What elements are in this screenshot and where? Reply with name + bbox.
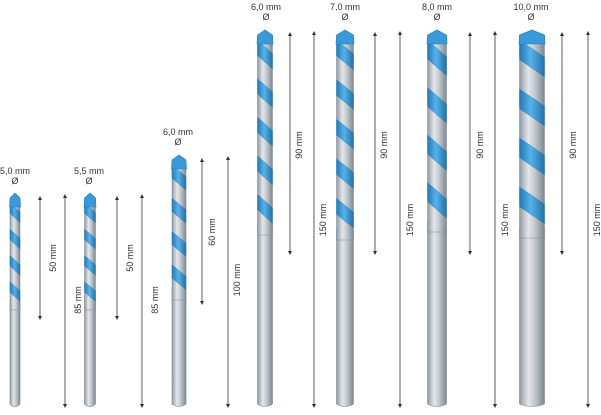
- drill-bit-6: [426, 29, 448, 407]
- drill-bit-5: [335, 29, 355, 407]
- drill-bit-4: [256, 29, 274, 407]
- drill-bit-4-flute: [257, 116, 273, 147]
- bit-4-flute-length: 90 mm: [294, 131, 304, 159]
- bit-2-total-length: 85 mm: [150, 286, 160, 314]
- drill-bit-7-flute: [519, 186, 545, 225]
- drill-bit-4-flute: [257, 155, 273, 186]
- drill-bit-6-tip: [426, 29, 448, 45]
- drill-bit-6-flute: [427, 182, 447, 219]
- drill-bit-4-flute: [257, 39, 273, 70]
- drill-bit-2-flute: [84, 281, 96, 302]
- drill-bit-6-flute: [427, 39, 447, 77]
- drill-bit-3-tip: [171, 154, 187, 170]
- drill-bit-5-flute: [336, 158, 354, 189]
- drill-bit-5-flute: [336, 118, 354, 150]
- drill-bit-5-shank: [336, 229, 354, 407]
- bit-7-total-length: 150 mm: [592, 203, 601, 237]
- drill-bit-5-flute: [336, 197, 354, 229]
- drill-bit-3-shank: [171, 289, 187, 407]
- drill-bit-5-flute: [336, 79, 354, 110]
- drill-bit-1-tip: [9, 192, 21, 208]
- drill-bit-6-flute: [427, 134, 447, 172]
- drill-bit-1-shank: [9, 299, 21, 407]
- bit-2-flute-length: 50 mm: [125, 244, 135, 272]
- drill-bit-3-flute: [171, 164, 187, 191]
- drill-bit-3-flute: [171, 231, 187, 257]
- bit-2-diameter: 5,5 mm: [73, 166, 105, 176]
- drill-bit-2-shank: [84, 299, 96, 407]
- diameter-symbol: Ø: [527, 12, 535, 22]
- bit-4-total-length: 150 mm: [318, 203, 328, 237]
- bit-1-diameter-label: 5,0 mm Ø: [0, 166, 30, 186]
- drill-bit-3-flute: [171, 264, 187, 291]
- bit-6-flute-length: 90 mm: [475, 131, 485, 159]
- drill-bit-4-shank: [257, 224, 273, 407]
- bit-3-diameter-label: 6,0 mm Ø: [163, 127, 193, 147]
- bit-2-diameter-label: 5,5 mm Ø: [74, 166, 104, 186]
- drill-bit-1-flute: [9, 228, 21, 250]
- drill-bit-7-shank: [519, 227, 545, 407]
- drill-bit-7-flute: [519, 137, 545, 176]
- drill-bit-4-flute: [257, 78, 273, 108]
- diameter-symbol: Ø: [85, 176, 93, 186]
- bit-7-diameter: 10,0 mm: [513, 2, 549, 12]
- bit-5-total-length: 150 mm: [405, 203, 415, 237]
- bit-5-diameter-label: 7,0 mm Ø: [330, 2, 360, 22]
- drill-bit-3-flute: [171, 197, 187, 224]
- drill-bit-2-flute: [84, 202, 96, 224]
- bit-5-flute-length: 90 mm: [379, 131, 389, 159]
- drill-bit-2-flute: [84, 255, 96, 276]
- drill-bit-5-tip: [335, 29, 355, 45]
- bit-6-diameter: 8,0 mm: [421, 2, 453, 12]
- diameter-symbol: Ø: [174, 137, 182, 147]
- bit-1-diameter: 5,0 mm: [0, 166, 31, 176]
- drill-bit-6-flute: [427, 87, 447, 124]
- drill-bit-1: [9, 192, 21, 407]
- drill-bit-4-tip: [256, 29, 274, 45]
- bit-6-diameter-label: 8,0 mm Ø: [422, 2, 452, 22]
- drill-bit-4-flute: [257, 193, 273, 224]
- bit-5-diameter: 7,0 mm: [329, 2, 361, 12]
- bit-3-flute-length: 60 mm: [207, 218, 217, 246]
- bit-1-flute-length: 50 mm: [48, 244, 58, 272]
- bit-4-diameter-label: 6,0 mm Ø: [251, 2, 281, 22]
- drill-bit-7-tip: [518, 29, 546, 45]
- bit-7-flute-length: 90 mm: [568, 131, 578, 159]
- drill-bit-7-flute: [519, 39, 545, 78]
- bit-4-diameter: 6,0 mm: [250, 2, 282, 12]
- drill-bit-7: [518, 29, 546, 407]
- bit-1-total-length: 85 mm: [73, 286, 83, 314]
- bit-6-total-length: 150 mm: [500, 203, 510, 237]
- drill-bit-7-flute: [519, 88, 545, 127]
- bit-3-diameter: 6,0 mm: [162, 127, 194, 137]
- drill-bit-2: [83, 192, 97, 407]
- drill-bit-2-tip: [83, 192, 97, 208]
- drill-bit-5-flute: [336, 39, 354, 71]
- drill-bit-1-flute: [9, 281, 21, 302]
- diameter-symbol: Ø: [341, 12, 349, 22]
- drill-bit-3: [171, 154, 187, 407]
- bit-3-total-length: 100 mm: [232, 263, 242, 297]
- drill-bit-1-flute: [9, 255, 21, 276]
- drill-bit-2-flute: [84, 228, 96, 250]
- diameter-symbol: Ø: [433, 12, 441, 22]
- bit-7-diameter-label: 10,0 mm Ø: [513, 2, 548, 22]
- drill-bit-1-flute: [9, 202, 21, 224]
- drill-bit-6-shank: [427, 221, 447, 407]
- diameter-symbol: Ø: [262, 12, 270, 22]
- diameter-symbol: Ø: [11, 176, 19, 186]
